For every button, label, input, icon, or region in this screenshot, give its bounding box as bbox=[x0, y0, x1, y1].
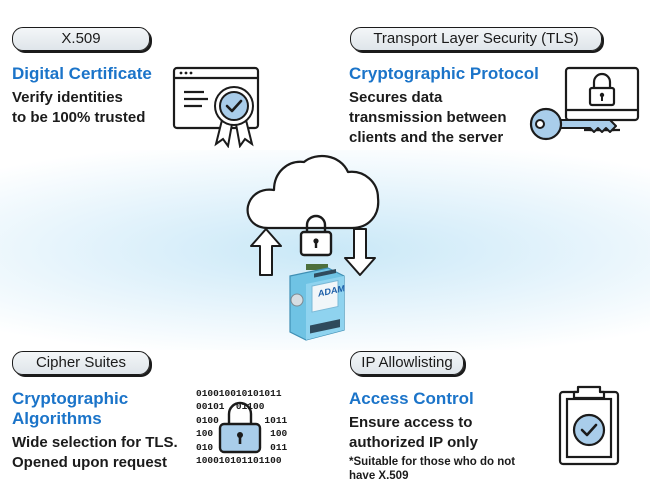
x509-pill: X.509 bbox=[12, 27, 150, 51]
cipher-suites-pill: Cipher Suites bbox=[12, 351, 150, 375]
cryptographic-protocol-desc: Secures data transmission between client… bbox=[349, 89, 507, 146]
cryptographic-algorithms-desc: Wide selection for TLS. Opened upon requ… bbox=[12, 434, 178, 471]
clipboard-check-icon bbox=[558, 385, 620, 466]
access-control-heading: Access Control bbox=[349, 389, 474, 408]
adam-io-module-icon: ADAM bbox=[289, 264, 345, 341]
monitor-lock-key-icon bbox=[529, 66, 640, 141]
digital-certificate-desc: Verify identities to be 100% trusted bbox=[12, 89, 146, 126]
arrow-down-icon bbox=[344, 228, 376, 276]
digital-certificate-heading: Digital Certificate bbox=[12, 64, 152, 83]
cryptographic-algorithms-heading: Cryptographic Algorithms bbox=[12, 389, 129, 428]
certificate-icon bbox=[172, 66, 260, 148]
padlock-icon bbox=[299, 214, 333, 257]
access-control-desc: Ensure access to authorized IP only bbox=[349, 414, 478, 451]
ip-allowlisting-pill: IP Allowlisting bbox=[350, 351, 464, 375]
x509-note: *Suitable for those who do not have X.50… bbox=[349, 456, 516, 482]
cryptographic-protocol-heading: Cryptographic Protocol bbox=[349, 64, 539, 83]
binary-lock-icon bbox=[218, 401, 262, 454]
arrow-up-icon bbox=[250, 228, 282, 276]
cloud-icon bbox=[246, 154, 380, 230]
tls-pill: Transport Layer Security (TLS) bbox=[350, 27, 602, 51]
